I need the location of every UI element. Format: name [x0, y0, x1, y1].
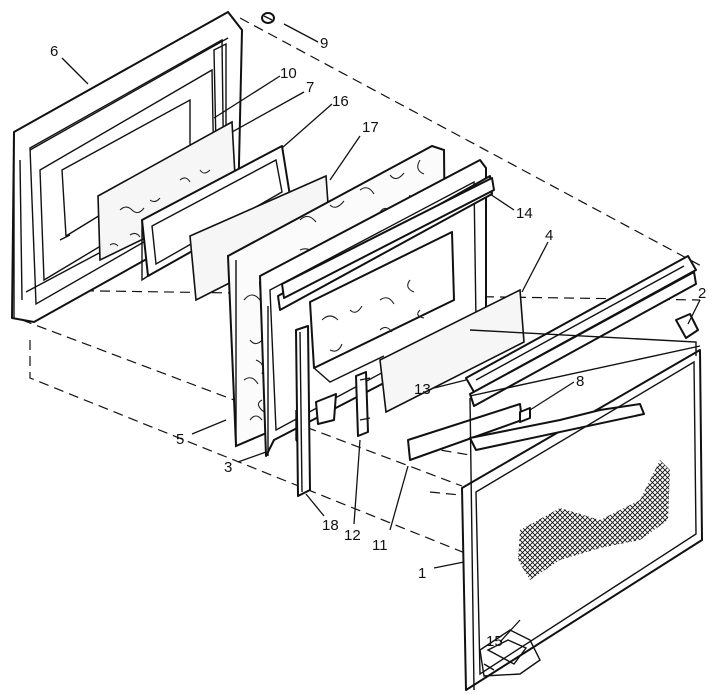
callout-11: 11: [372, 537, 388, 554]
callout-labels: 1 2 3 4 5 6 7 8 9 10 11 12 13 14 15 16 1…: [50, 35, 706, 650]
callout-8: 8: [576, 373, 584, 390]
part-15-rating-plate: [486, 639, 528, 665]
callout-9: 9: [320, 35, 328, 52]
part-18-side-strip: [295, 325, 311, 497]
callout-16: 16: [332, 93, 349, 110]
callout-15: 15: [486, 633, 503, 650]
part-9-screw: [261, 12, 275, 24]
part-8-clip: [519, 407, 531, 423]
callout-12: 12: [344, 527, 361, 544]
callout-3: 3: [224, 459, 232, 476]
part-13-door-handle: [465, 255, 697, 407]
callout-1: 1: [418, 565, 426, 582]
callout-10: 10: [280, 65, 297, 82]
part-14-top-frame-bar: [281, 177, 495, 299]
callout-7: 7: [306, 79, 314, 96]
callout-17: 17: [362, 119, 379, 136]
callout-13: 13: [414, 381, 431, 398]
callout-18: 18: [322, 517, 339, 534]
callout-6: 6: [50, 43, 58, 60]
callout-4: 4: [545, 227, 553, 244]
part-12-hinge-bracket: [355, 371, 371, 437]
callout-14: 14: [516, 205, 533, 222]
part-4-outer-glass: [379, 288, 525, 414]
leader-lines: [61, 23, 701, 643]
part-2-handle-end-cap: [675, 313, 699, 339]
callout-5: 5: [176, 431, 184, 448]
part-1-outer-door-panel: [461, 329, 703, 691]
callout-2: 2: [698, 285, 706, 302]
